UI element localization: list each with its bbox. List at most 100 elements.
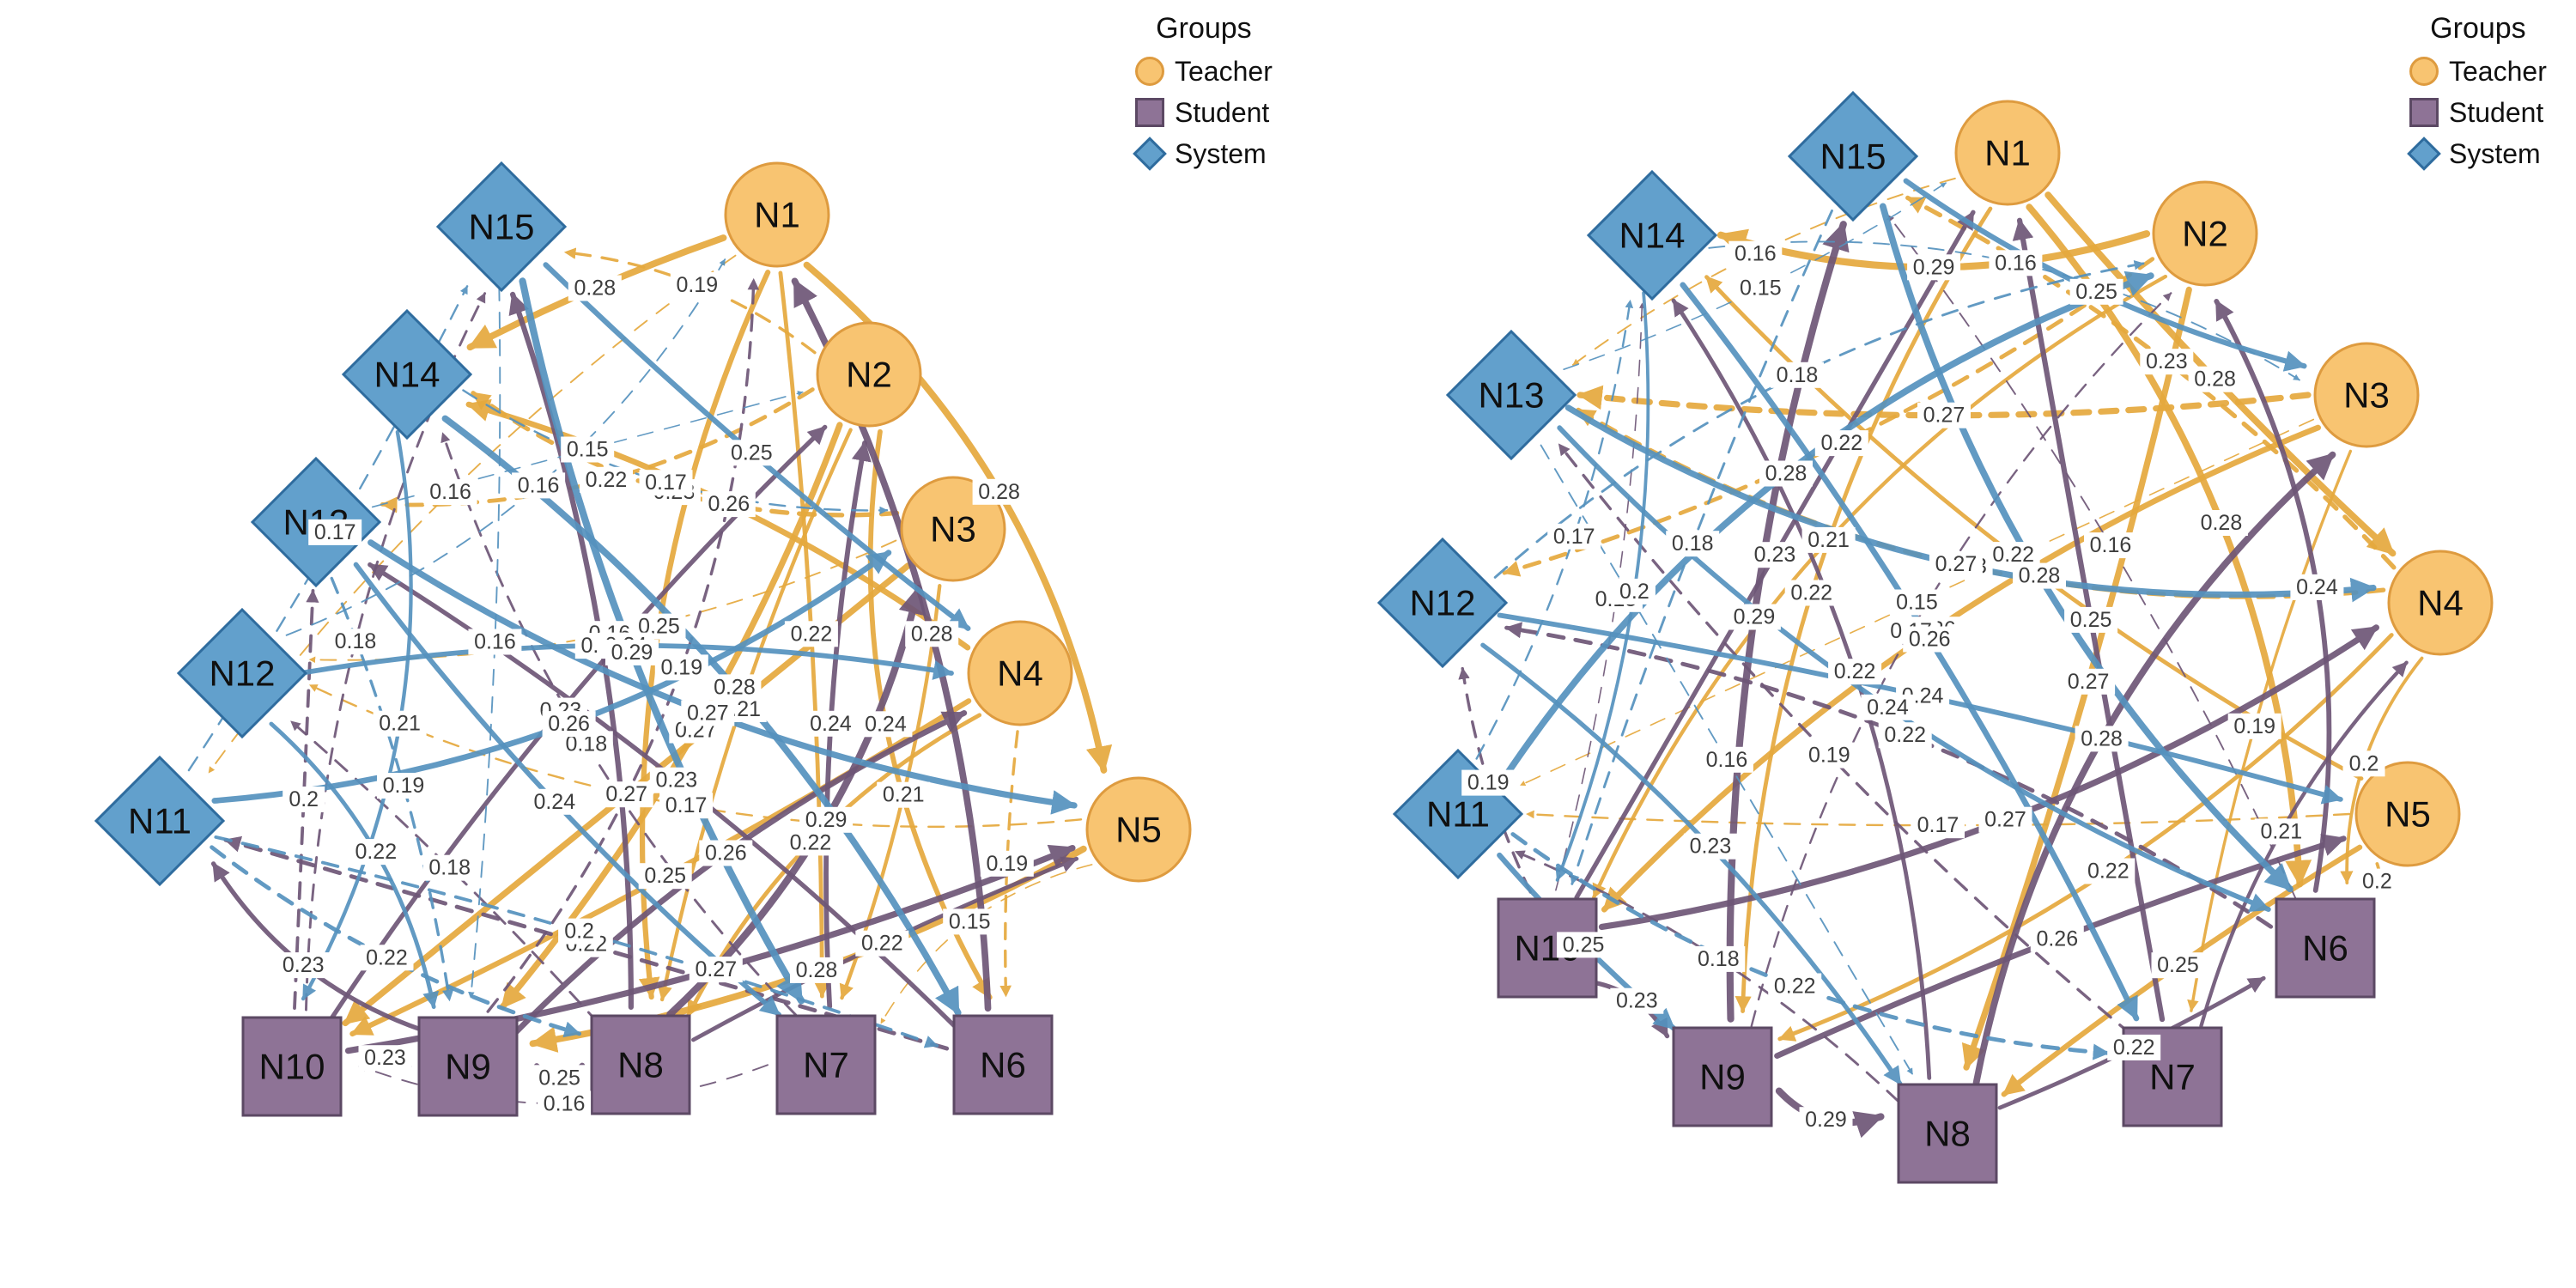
node-N12 — [1376, 537, 1509, 669]
edge-label-bg — [1911, 812, 1965, 839]
edge-weight-label: 0.22 — [586, 468, 628, 492]
edge-weight-label: 0.22 — [1774, 975, 1816, 999]
edge-weight-label: 0.22 — [791, 622, 833, 646]
edge-weight-label: 0.22 — [1834, 659, 1876, 683]
edge-weight-label: 0.16 — [1706, 748, 1748, 772]
network-graph-left: N1N2N3N4N5N6N7N8N9N10N11N12N13N14N150.28… — [94, 161, 1192, 1117]
edge-weight-label: 0.18 — [1672, 532, 1714, 556]
edge-weight-label: 0.23 — [655, 769, 697, 793]
node-label-N9: N9 — [1699, 1057, 1746, 1097]
legend-label-system: System — [2449, 138, 2541, 169]
edge-weight-label: 0.19 — [2233, 714, 2275, 738]
edge-label-bg — [2084, 532, 2137, 559]
node-N12 — [176, 607, 308, 739]
edge-weight-label: 0.25 — [2157, 953, 2199, 977]
edge-label-bg — [1802, 742, 1856, 769]
edge-label-bg — [283, 787, 325, 812]
edge-weight-label: 0.23 — [2146, 349, 2188, 374]
edge-weight-label: 0.29 — [1913, 255, 1955, 279]
edge-weight-label: 0.15 — [1740, 276, 1782, 300]
node-N7 — [775, 1014, 877, 1115]
edge-weight-label: 0.22 — [790, 830, 832, 854]
edge-weight-label: 0.19 — [1808, 744, 1850, 768]
edge-label-bg — [1861, 694, 1915, 720]
edge-weight-label: 0.17 — [1553, 525, 1595, 549]
node-label-N13: N13 — [1478, 375, 1544, 416]
edge-weight-label: 0.26 — [1909, 628, 1951, 652]
edge-label-bg — [905, 621, 959, 647]
node-N9 — [417, 1016, 519, 1117]
edge-N4-N6 — [999, 730, 1019, 998]
edge-label-bg — [360, 945, 414, 971]
edge-label-bg — [2254, 818, 2308, 845]
edge-weight-label: 0.17 — [314, 520, 356, 544]
edge-N15-N7 — [519, 277, 805, 1005]
edge-label-bg — [799, 806, 854, 833]
edge-label-bg — [943, 908, 997, 935]
edge-label-bg — [580, 466, 633, 493]
node-N8 — [1897, 1083, 1998, 1184]
legend-item-system: System — [2407, 137, 2547, 171]
node-label-N14: N14 — [374, 355, 440, 395]
node-N1 — [1954, 100, 2061, 206]
edge-weight-label: 0.24 — [1867, 696, 1909, 720]
edge-weight-label: 0.23 — [1616, 989, 1658, 1013]
edge-weight-label: 0.28 — [1765, 462, 1807, 486]
edge-label-bg — [681, 700, 735, 726]
edge-weight-label: 0.22 — [366, 945, 408, 969]
node-label-N14: N14 — [1619, 216, 1685, 256]
edge-weight-label: 0.26 — [708, 492, 750, 516]
edge-weight-label: 0.18 — [1698, 947, 1740, 971]
edge-label-bg — [2227, 713, 2281, 739]
edge-weight-label: 0.27 — [605, 782, 647, 806]
node-N11 — [94, 755, 226, 887]
legend-label-student: Student — [1175, 97, 1270, 128]
node-label-N3: N3 — [930, 509, 976, 550]
node-label-N12: N12 — [209, 653, 275, 694]
edge-label-bg — [377, 773, 430, 799]
edge-label-bg — [1557, 932, 1611, 958]
edge-weight-label: 0.22 — [861, 932, 903, 956]
edge-weight-label: 0.24 — [533, 790, 575, 814]
legend-left: Groups Teacher Student System — [1133, 12, 1273, 171]
legend-item-system: System — [1133, 137, 1273, 171]
edge-weight-label: 0.16 — [1735, 242, 1777, 266]
edge-weight-label: 0.22 — [1884, 723, 1926, 747]
node-N14 — [341, 308, 473, 440]
edge-label-bg — [2069, 278, 2123, 305]
edge-weight-label: 0.22 — [355, 840, 397, 864]
edge-label-bg — [468, 629, 522, 655]
edge-N11-N6 — [214, 835, 939, 1048]
edge-weight-label: 0.29 — [1734, 605, 1776, 629]
edge-label-bg — [276, 952, 331, 979]
edge-label-bg — [654, 654, 708, 681]
node-label-N10: N10 — [258, 1047, 325, 1087]
edge-label-bg — [605, 639, 659, 665]
edge-label-bg — [1799, 1107, 1853, 1133]
edge-weight-label: 0.27 — [687, 702, 729, 726]
node-label-N15: N15 — [1820, 137, 1886, 177]
node-N13 — [1445, 329, 1577, 461]
edge-weight-label: 0.17 — [665, 793, 708, 817]
node-N2 — [816, 321, 922, 428]
edge-N12-N1 — [285, 258, 726, 636]
legend-title: Groups — [2430, 12, 2526, 45]
edge-label-bg — [972, 478, 1026, 505]
edge-label-bg — [1771, 361, 1824, 388]
edge-label-bg — [1727, 604, 1781, 630]
edge-label-bg — [532, 1065, 586, 1091]
node-N4 — [967, 620, 1073, 726]
edge-label-bg — [527, 788, 581, 815]
legend-label-teacher: Teacher — [2449, 56, 2547, 87]
edge-weight-label: 0.28 — [978, 480, 1020, 504]
legend-right: Groups Teacher Student System — [2407, 12, 2547, 171]
edge-label-bg — [639, 470, 693, 496]
edge-label-bg — [2081, 858, 2136, 884]
edge-label-bg — [1728, 240, 1783, 267]
edge-weight-label: 0.28 — [796, 958, 838, 982]
edge-label-bg — [2064, 606, 2118, 633]
edge-N5-N7 — [880, 864, 1093, 1024]
node-label-N6: N6 — [980, 1045, 1026, 1085]
edge-weight-label: 0.28 — [911, 622, 953, 646]
edge-weight-label: 0.25 — [731, 440, 773, 465]
